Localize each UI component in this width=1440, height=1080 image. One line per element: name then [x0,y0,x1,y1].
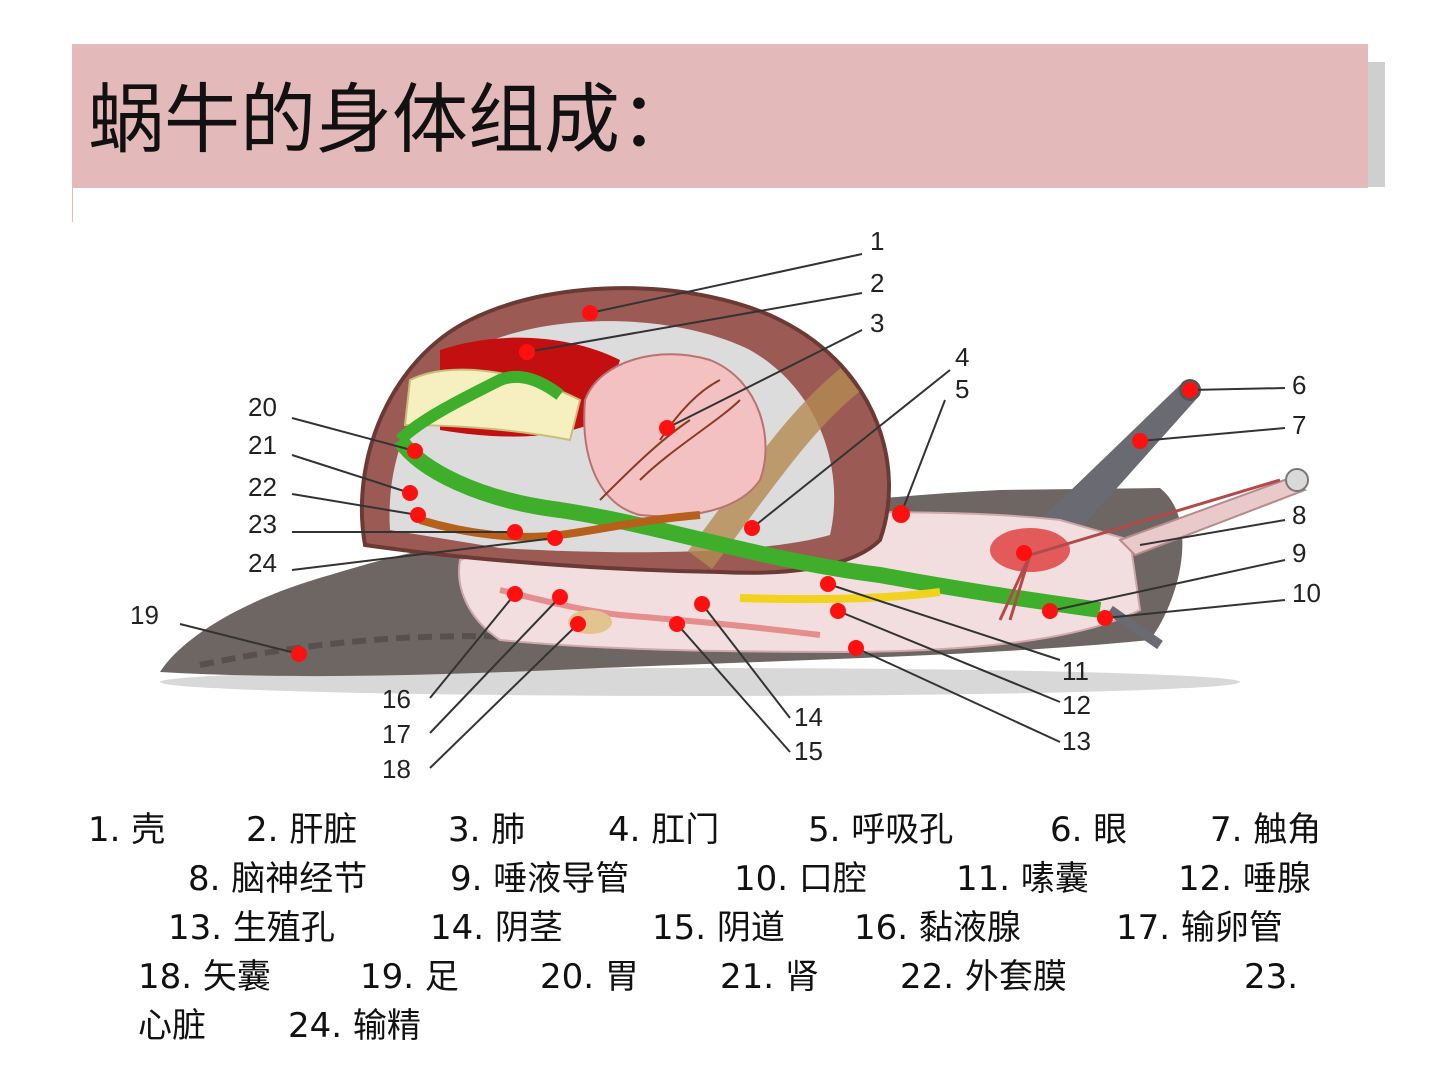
legend-item: 23. [1244,957,1299,997]
legend-item: 8. 脑神经节 [188,859,368,899]
oviduct [499,587,821,638]
leader-lines [179,253,1286,769]
legend-item: 6. 眼 [1050,810,1128,850]
callout-number: 14 [794,702,823,732]
nerves [998,478,1281,621]
callout-number: 7 [1292,410,1306,440]
legend-row-4: 18. 矢囊 19. 足 20. 胃 21. 肾 22. 外套膜 23. [80,953,1370,1002]
callout-number: 10 [1292,578,1321,608]
legend-item: 19. 足 [360,957,459,997]
legend-item: 20. 胃 [540,957,639,997]
legend-row-1: 1. 壳 2. 肝脏 3. 肺 4. 肛门 5. 呼吸孔 6. 眼 7. 触角 [80,806,1370,855]
callout-number: 18 [382,754,411,784]
legend-item: 10. 口腔 [734,859,867,899]
callout-number: 11 [1062,656,1089,686]
mantle-fold [687,368,860,569]
callout-number: 1 [870,226,884,256]
callout-number: 12 [1062,690,1091,720]
callout-number: 19 [130,600,159,630]
callout-number: 3 [870,308,884,338]
digestive-tract [393,435,1102,618]
legend-item: 3. 肺 [448,810,526,850]
salivary-gland [739,588,941,604]
legend-item: 13. 生殖孔 [168,908,335,948]
tentacle-tip [1285,468,1309,492]
callout-number: 16 [382,684,411,714]
snail-anatomy-diagram: 1 2 3 4 5 6 7 8 9 10 11 12 13 14 15 16 1… [130,226,1321,784]
title-bar [72,44,1368,188]
part-markers [291,305,1198,662]
legend-item: 2. 肝脏 [246,810,358,850]
legend-item: 22. 外套膜 [900,957,1067,997]
legend-item: 17. 输卵管 [1116,908,1283,948]
callout-number: 2 [870,268,884,298]
legend-item: 4. 肛门 [608,810,720,850]
parts-legend: 1. 壳 2. 肝脏 3. 肺 4. 肛门 5. 呼吸孔 6. 眼 7. 触角 … [80,806,1370,1051]
callout-number: 9 [1292,538,1306,568]
legend-row-3: 13. 生殖孔 14. 阴茎 15. 阴道 16. 黏液腺 17. 输卵管 [80,904,1370,953]
legend-row-2: 8. 脑神经节 9. 唾液导管 10. 口腔 11. 嗉囊 12. 唾腺 [80,855,1370,904]
callout-number: 17 [382,719,411,749]
callout-number: 21 [248,430,277,460]
legend-item: 5. 呼吸孔 [808,810,954,850]
page-title: 蜗牛的身体组成： [88,75,696,164]
ground-shadow [160,668,1240,696]
callout-number: 6 [1292,370,1306,400]
callout-number: 22 [248,472,277,502]
callout-number: 24 [248,548,277,578]
legend-item: 7. 触角 [1210,810,1322,850]
legend-row-5: 心脏 24. 输精 [80,1002,1370,1051]
legend-item: 12. 唾腺 [1178,859,1311,899]
callout-number: 20 [248,392,277,422]
title-rule [72,188,73,222]
stomach-loop [395,370,564,445]
legend-item: 24. 输精 [288,1006,421,1046]
callout-number: 23 [248,509,277,539]
callout-number: 5 [955,374,969,404]
legend-item: 15. 阴道 [652,908,785,948]
legend-item: 9. 唾液导管 [450,859,630,899]
callout-number: 8 [1292,500,1306,530]
callout-number: 4 [955,342,969,372]
callout-number: 13 [1062,726,1091,756]
legend-item: 心脏 [138,1006,206,1046]
legend-item: 1. 壳 [88,810,166,850]
legend-item: 14. 阴茎 [430,908,563,948]
legend-item: 16. 黏液腺 [854,908,1021,948]
legend-item: 18. 矢囊 [138,957,271,997]
lung [583,353,767,518]
eye-tentacle [1040,385,1200,535]
legend-item: 21. 肾 [720,957,819,997]
callout-number: 15 [794,736,823,766]
legend-item: 11. 嗉囊 [956,859,1089,899]
lower-tentacle [1118,476,1307,557]
